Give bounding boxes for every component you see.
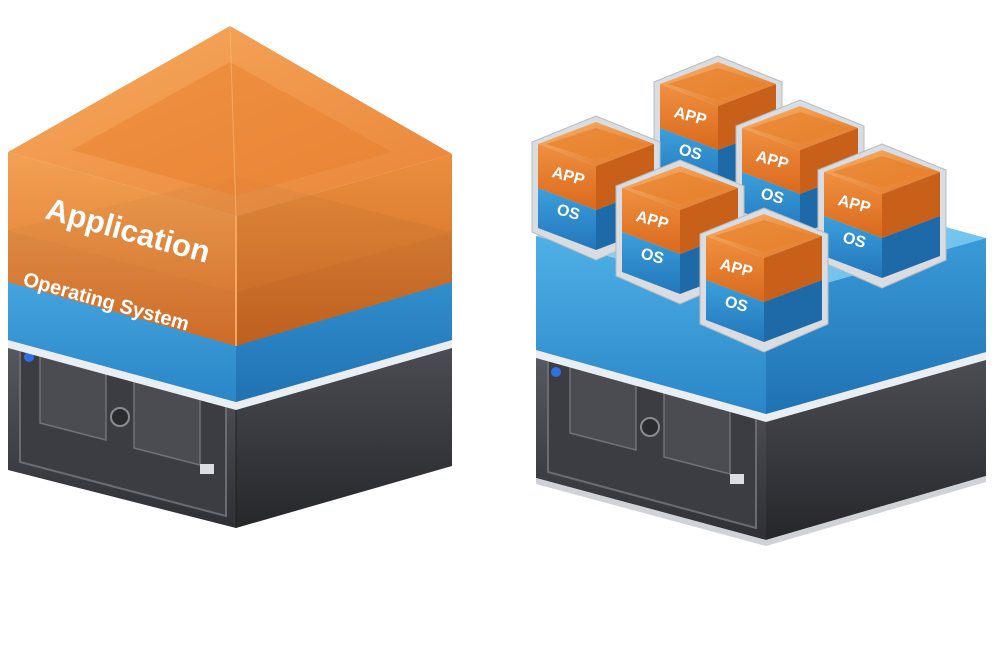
left-stack: Application Operating System — [8, 25, 452, 528]
vm-os-label: OS — [841, 229, 868, 251]
vm-os-label: OS — [639, 245, 666, 267]
usb-port-icon — [200, 464, 214, 474]
vm-os-label: OS — [677, 141, 704, 163]
vm-os-label: OS — [759, 185, 786, 207]
power-led-icon — [551, 367, 561, 377]
left-application-layer — [8, 25, 452, 346]
usb-port-icon — [730, 474, 744, 484]
vm-os-label: OS — [723, 293, 750, 315]
power-led-icon — [24, 352, 34, 362]
drive-lock-icon — [110, 407, 130, 427]
vm-os-label: OS — [555, 201, 582, 223]
drive-lock-icon — [640, 417, 660, 437]
